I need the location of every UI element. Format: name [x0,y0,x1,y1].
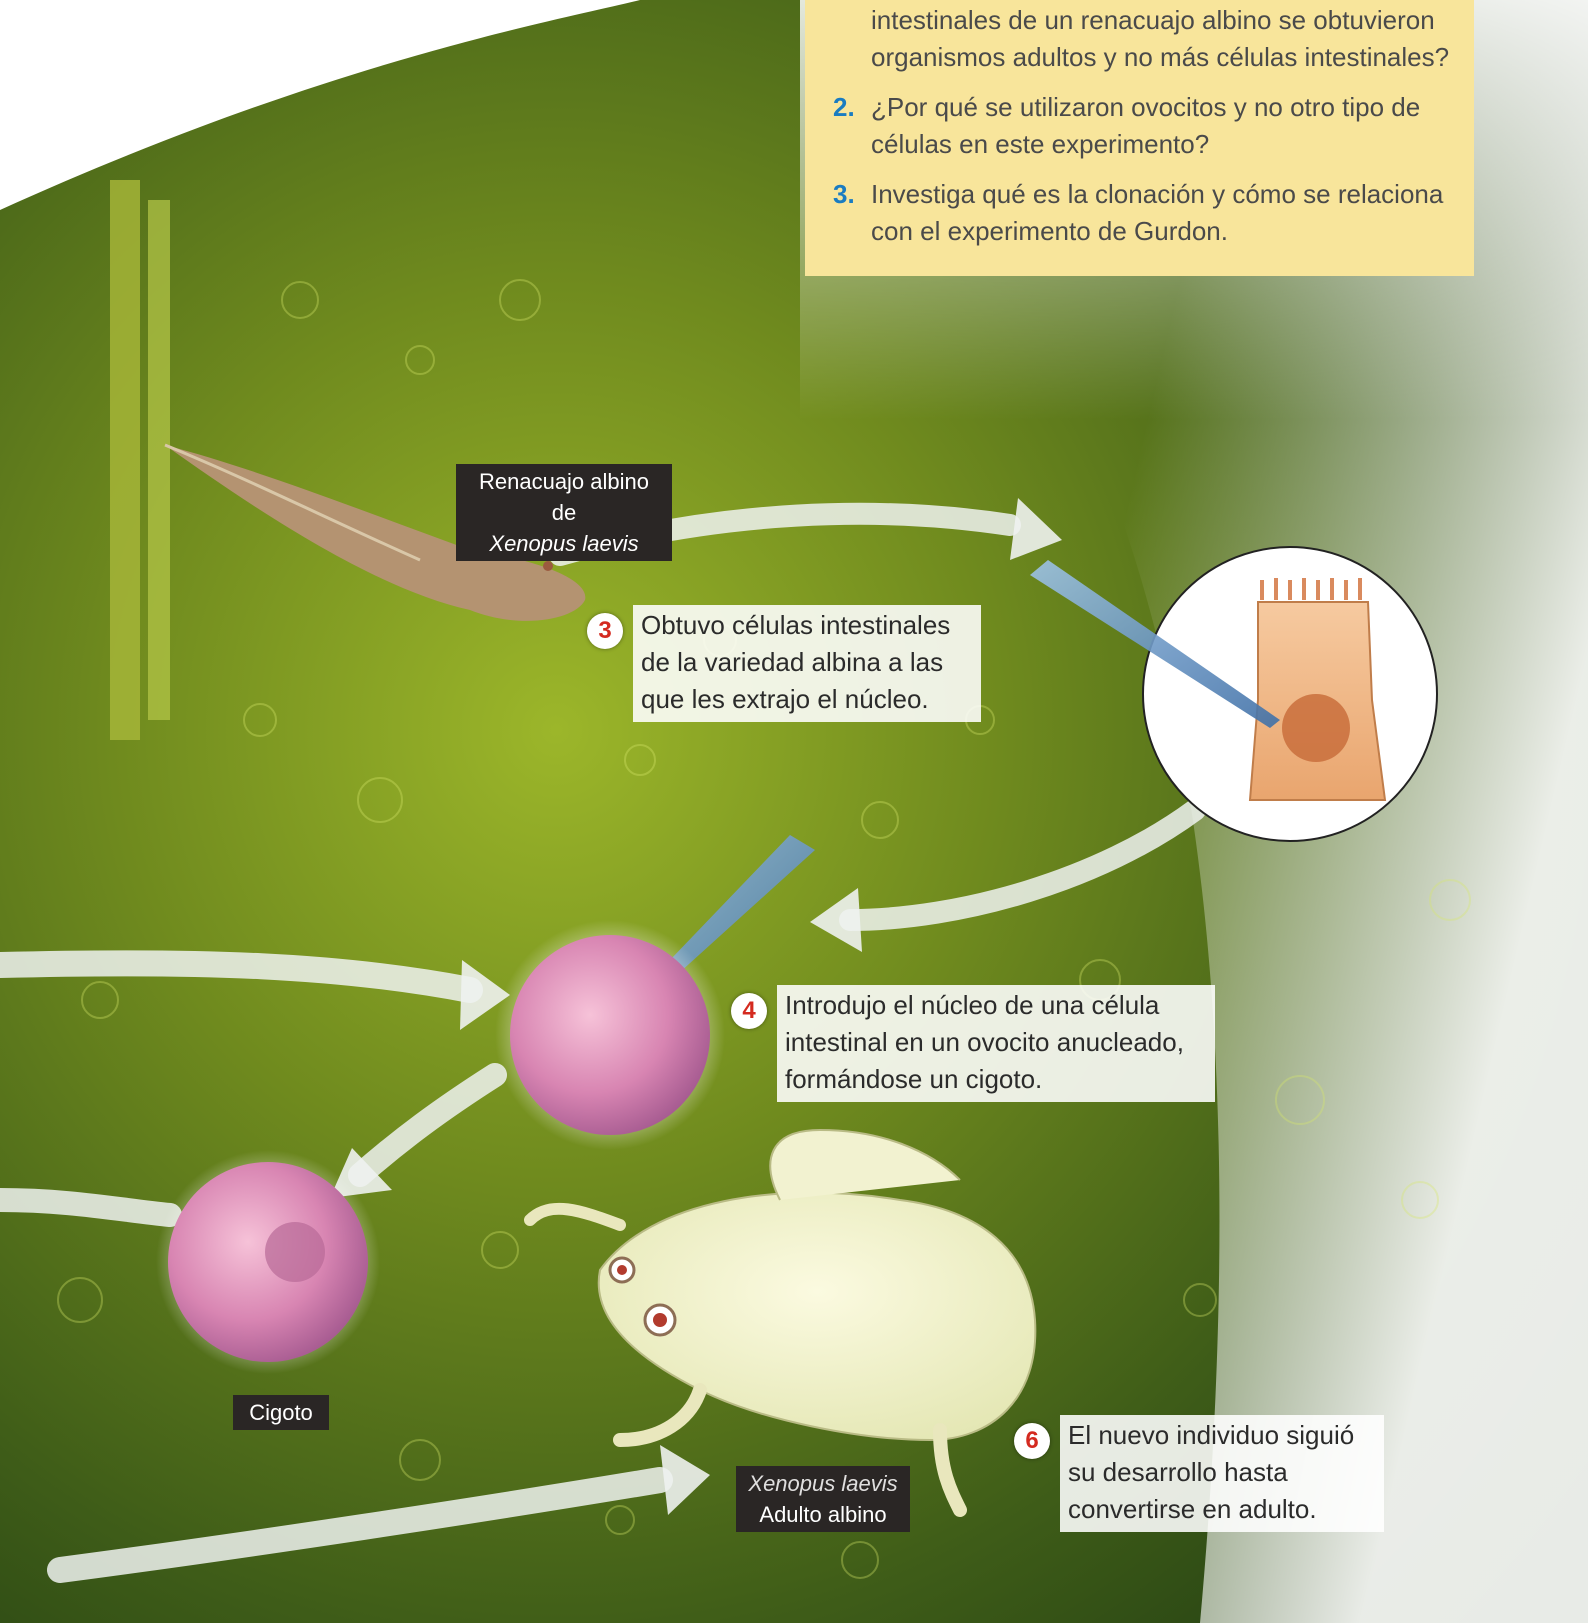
zygote-label-text: Cigoto [241,1397,321,1428]
adult-label-line1: Xenopus laevis [744,1468,902,1499]
adult-label: Xenopus laevis Adulto albino [736,1466,910,1532]
intestinal-cell-inset [1143,547,1437,841]
step-4: 4 Introdujo el núcleo de una célula inte… [731,985,1231,1102]
reed [148,200,170,720]
question-box: intestinales de un renacuajo albino se o… [805,0,1474,276]
tadpole-label-line2: Xenopus laevis [464,528,664,559]
step-3: 3 Obtuvo células intestinales de la vari… [587,605,997,722]
zygote-nucleus [265,1222,325,1282]
adult-label-line2: Adulto albino [744,1499,902,1530]
zygote-label: Cigoto [233,1395,329,1430]
step-text: Introdujo el núcleo de una célula intest… [777,985,1215,1102]
oocyte [510,935,710,1135]
tadpole-label: Renacuajo albino de Xenopus laevis [456,464,672,561]
question-text: intestinales de un renacuajo albino se o… [871,2,1454,76]
question-text: Investiga qué es la clonación y cómo se … [871,176,1454,250]
step-number: 4 [731,993,767,1029]
step-number: 6 [1014,1423,1050,1459]
question-text: ¿Por qué se utilizaron ovocitos y no otr… [871,89,1454,163]
question-number [833,2,871,76]
question-number: 2. [833,89,871,163]
step-text: Obtuvo células intestinales de la varied… [633,605,981,722]
reed [110,180,140,740]
step-6: 6 El nuevo individuo siguió su desarroll… [1014,1415,1394,1532]
tadpole-label-line1: Renacuajo albino de [464,466,664,528]
question-number: 3. [833,176,871,250]
question-item: 2. ¿Por qué se utilizaron ovocitos y no … [833,89,1454,163]
step-number: 3 [587,613,623,649]
question-item: intestinales de un renacuajo albino se o… [833,2,1454,76]
step-text: El nuevo individuo siguió su desarrollo … [1060,1415,1384,1532]
question-item: 3. Investiga qué es la clonación y cómo … [833,176,1454,250]
